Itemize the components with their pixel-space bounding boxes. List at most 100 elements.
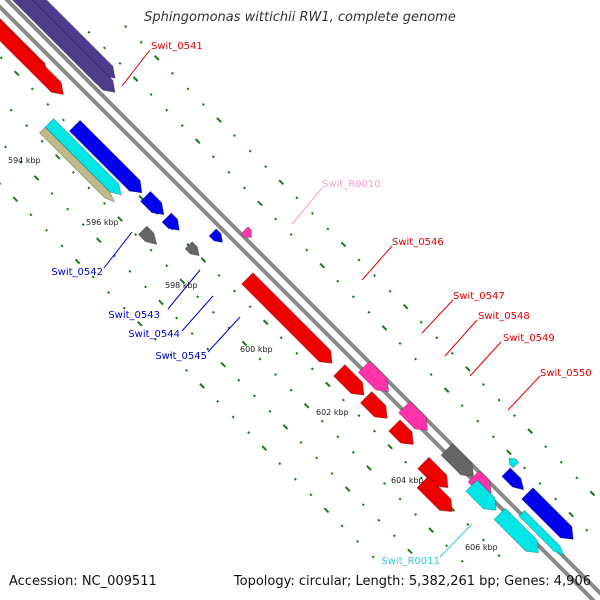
tick-mark: [124, 25, 128, 29]
leader-line-11: [207, 316, 241, 353]
gene-label-swit-0549: Swit_0549: [503, 333, 555, 344]
tick-mark: [132, 76, 139, 82]
tick-mark: [392, 534, 396, 538]
tick-mark: [33, 175, 40, 181]
gene-label-swit-0545: Swit_0545: [155, 351, 207, 362]
gene-label-swit-r0011: Swit_R0011: [381, 556, 440, 567]
tick-mark: [46, 102, 50, 106]
map-title: Sphingomonas wittichii RW1, complete gen…: [144, 10, 456, 25]
tick-mark: [278, 179, 285, 186]
feature-swit-0545: [184, 241, 200, 257]
tick-mark: [274, 373, 278, 377]
tick-mark: [179, 278, 186, 285]
tick-mark: [40, 139, 44, 143]
tick-mark: [371, 555, 375, 559]
feature-red-0546c: [359, 390, 388, 419]
tick-mark: [366, 465, 372, 471]
tick-mark: [0, 182, 2, 186]
tick-mark: [330, 472, 334, 476]
tick-mark: [237, 378, 241, 382]
leader-line-2: [291, 187, 323, 225]
tick-mark: [165, 108, 169, 112]
tick-mark: [211, 155, 215, 159]
tick-mark: [241, 340, 248, 347]
tick-mark: [388, 289, 392, 293]
tick-mark: [19, 160, 23, 164]
gene-label-swit-0547: Swit_0547: [453, 291, 505, 302]
leader-line-8: [103, 231, 133, 269]
feature-cyan-606: [493, 507, 540, 554]
tick-mark: [44, 228, 48, 232]
tick-mark: [476, 419, 480, 423]
gene-label-swit-0548: Swit_0548: [478, 311, 530, 322]
tick-mark: [25, 124, 29, 128]
tick-mark: [319, 262, 326, 269]
kbp-label: 594 kbp: [8, 156, 41, 165]
tick-mark: [30, 87, 34, 91]
tick-mark: [336, 435, 340, 439]
tick-mark: [407, 548, 413, 555]
tick-mark: [102, 201, 106, 205]
tick-mark: [9, 108, 13, 112]
feature-swit-0543a: [139, 190, 165, 216]
tick-mark: [491, 435, 495, 439]
tick-mark: [336, 279, 340, 283]
tick-mark: [180, 124, 184, 128]
feature-blue-606b: [521, 487, 574, 540]
tick-mark: [233, 134, 237, 138]
feature-swit-0550: [440, 443, 475, 477]
tick-mark: [196, 295, 200, 299]
tick-mark: [264, 165, 268, 169]
tick-mark: [261, 445, 268, 451]
feature-swit-0549: [417, 456, 449, 489]
tick-mark: [274, 217, 278, 221]
kbp-label: 606 kbp: [465, 543, 498, 552]
feature-red-0548a: [388, 419, 414, 446]
tick-mark: [153, 54, 160, 61]
tick-mark: [220, 361, 227, 368]
feature-red-0546b: [332, 364, 365, 396]
tick-mark: [153, 337, 157, 341]
gene-label-swit-r0010: Swit_R0010: [322, 179, 381, 190]
tick-mark: [102, 46, 106, 50]
tick-mark: [231, 415, 235, 419]
leader-line-3: [361, 245, 393, 281]
tick-mark: [169, 353, 173, 357]
tick-mark: [128, 269, 132, 273]
tick-mark: [50, 192, 54, 196]
tick-mark: [387, 443, 393, 450]
tick-mark: [71, 170, 75, 174]
tick-mark: [0, 56, 3, 60]
tick-mark: [268, 409, 272, 413]
kbp-label: 602 kbp: [316, 408, 349, 417]
gene-label-swit-0550: Swit_0550: [540, 368, 592, 379]
tick-mark: [289, 388, 293, 392]
tick-mark: [575, 476, 579, 480]
tick-mark: [377, 518, 381, 522]
tick-mark: [398, 497, 402, 501]
tick-mark: [186, 242, 190, 246]
feature-blue-606a: [501, 467, 525, 491]
tick-mark: [91, 275, 95, 279]
feature-swit-0545a: [208, 228, 224, 243]
feature-swit-0548: [398, 400, 429, 431]
tick-mark: [419, 476, 423, 480]
tick-mark: [429, 373, 433, 377]
feature-red-forward: [0, 20, 64, 96]
tick-mark: [289, 233, 293, 237]
tick-mark: [373, 274, 377, 278]
kbp-label: 598 kbp: [165, 281, 198, 290]
tick-mark: [367, 310, 371, 314]
tick-mark: [497, 398, 501, 402]
tick-mark: [257, 200, 263, 207]
topology-text: Topology: circular; Length: 5,382,261 bp…: [233, 574, 591, 589]
tick-mark: [216, 117, 222, 123]
tick-mark: [295, 351, 299, 355]
tick-mark: [373, 429, 377, 433]
tick-mark: [435, 336, 439, 340]
tick-mark: [357, 414, 361, 418]
tick-mark: [149, 93, 153, 97]
tick-mark: [382, 481, 386, 485]
tick-mark: [506, 449, 512, 456]
tick-mark: [278, 462, 282, 466]
